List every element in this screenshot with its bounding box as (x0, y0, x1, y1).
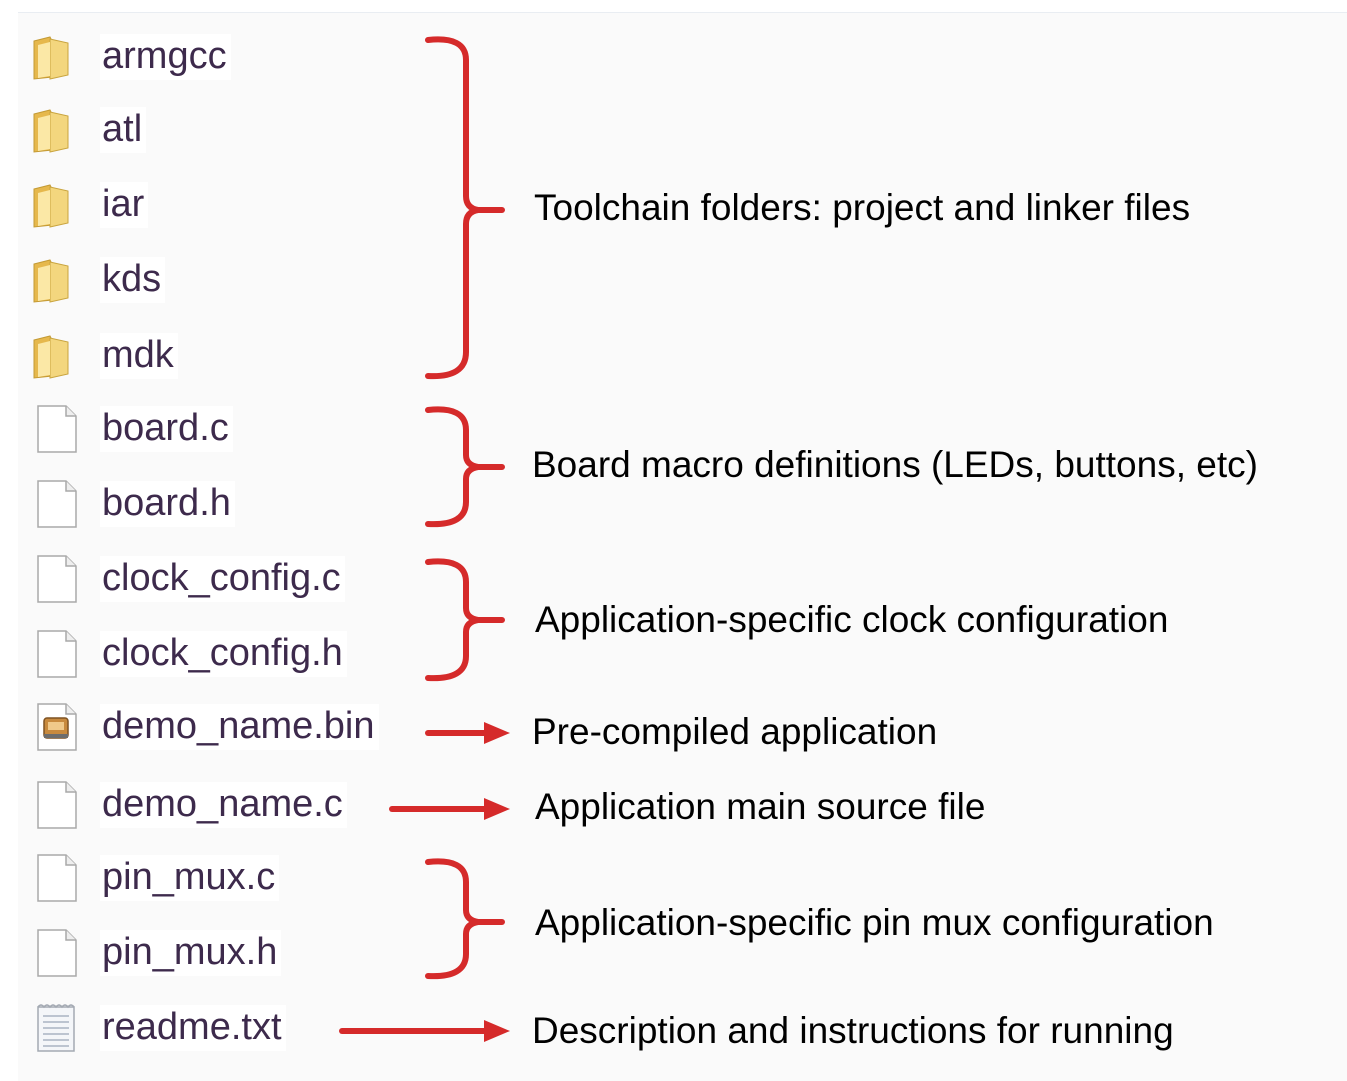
source-arrow-head (484, 798, 510, 820)
folder-icon (33, 335, 69, 379)
clock-bracket (425, 558, 505, 682)
annotation-source: Application main source file (535, 786, 986, 827)
annotation-board: Board macro definitions (LEDs, buttons, … (532, 444, 1258, 485)
file-name: demo_name.c (100, 782, 347, 828)
file-row-kds[interactable]: kds (30, 250, 166, 310)
file-row-pin-mux-c[interactable]: pin_mux.c (30, 848, 280, 908)
file-name: board.h (100, 481, 235, 527)
file-name: armgcc (100, 34, 231, 80)
file-name: readme.txt (100, 1005, 286, 1051)
annotation-clock: Application-specific clock configuration (535, 599, 1169, 640)
explorer-panel (18, 12, 1347, 1081)
blank-file-icon (37, 854, 77, 902)
blank-file-icon (37, 405, 77, 453)
annotation-toolchain: Toolchain folders: project and linker fi… (534, 187, 1191, 228)
file-name: mdk (100, 333, 178, 379)
file-name: demo_name.bin (100, 704, 379, 750)
text-file-icon (37, 1004, 75, 1052)
file-row-readme-txt[interactable]: readme.txt (30, 998, 286, 1058)
binary-file-icon (37, 703, 77, 751)
file-row-atl[interactable]: atl (30, 100, 147, 160)
blank-file-icon (37, 630, 77, 678)
pin-mux-bracket (425, 858, 505, 980)
file-name: pin_mux.h (100, 930, 282, 976)
file-name: kds (100, 257, 166, 303)
folder-icon (33, 259, 69, 303)
file-row-mdk[interactable]: mdk (30, 326, 178, 386)
bin-arrow-head (484, 722, 510, 744)
file-name: board.c (100, 406, 233, 452)
file-name: iar (100, 182, 149, 228)
file-row-armgcc[interactable]: armgcc (30, 27, 231, 87)
blank-file-icon (37, 929, 77, 977)
readme-arrow-head (484, 1020, 510, 1042)
blank-file-icon (37, 555, 77, 603)
blank-file-icon (37, 781, 77, 829)
board-bracket (425, 406, 505, 528)
file-row-board-h[interactable]: board.h (30, 474, 235, 534)
annotation-bin: Pre-compiled application (532, 711, 938, 752)
annotation-readme: Description and instructions for running (532, 1010, 1174, 1051)
file-name: clock_config.c (100, 556, 345, 602)
folder-icon (33, 109, 69, 153)
folder-icon (33, 36, 69, 80)
toolchain-bracket (425, 36, 505, 380)
file-row-demo-name-c[interactable]: demo_name.c (30, 775, 347, 835)
file-row-pin-mux-h[interactable]: pin_mux.h (30, 923, 282, 983)
file-name: atl (100, 107, 147, 153)
blank-file-icon (37, 480, 77, 528)
file-row-demo-name-bin[interactable]: demo_name.bin (30, 697, 379, 757)
file-row-board-c[interactable]: board.c (30, 399, 233, 459)
file-row-clock-config-c[interactable]: clock_config.c (30, 549, 345, 609)
annotation-pin-mux: Application-specific pin mux configurati… (535, 902, 1214, 943)
file-row-iar[interactable]: iar (30, 175, 149, 235)
file-row-clock-config-h[interactable]: clock_config.h (30, 624, 347, 684)
file-name: clock_config.h (100, 631, 347, 677)
file-name: pin_mux.c (100, 855, 280, 901)
folder-icon (33, 184, 69, 228)
